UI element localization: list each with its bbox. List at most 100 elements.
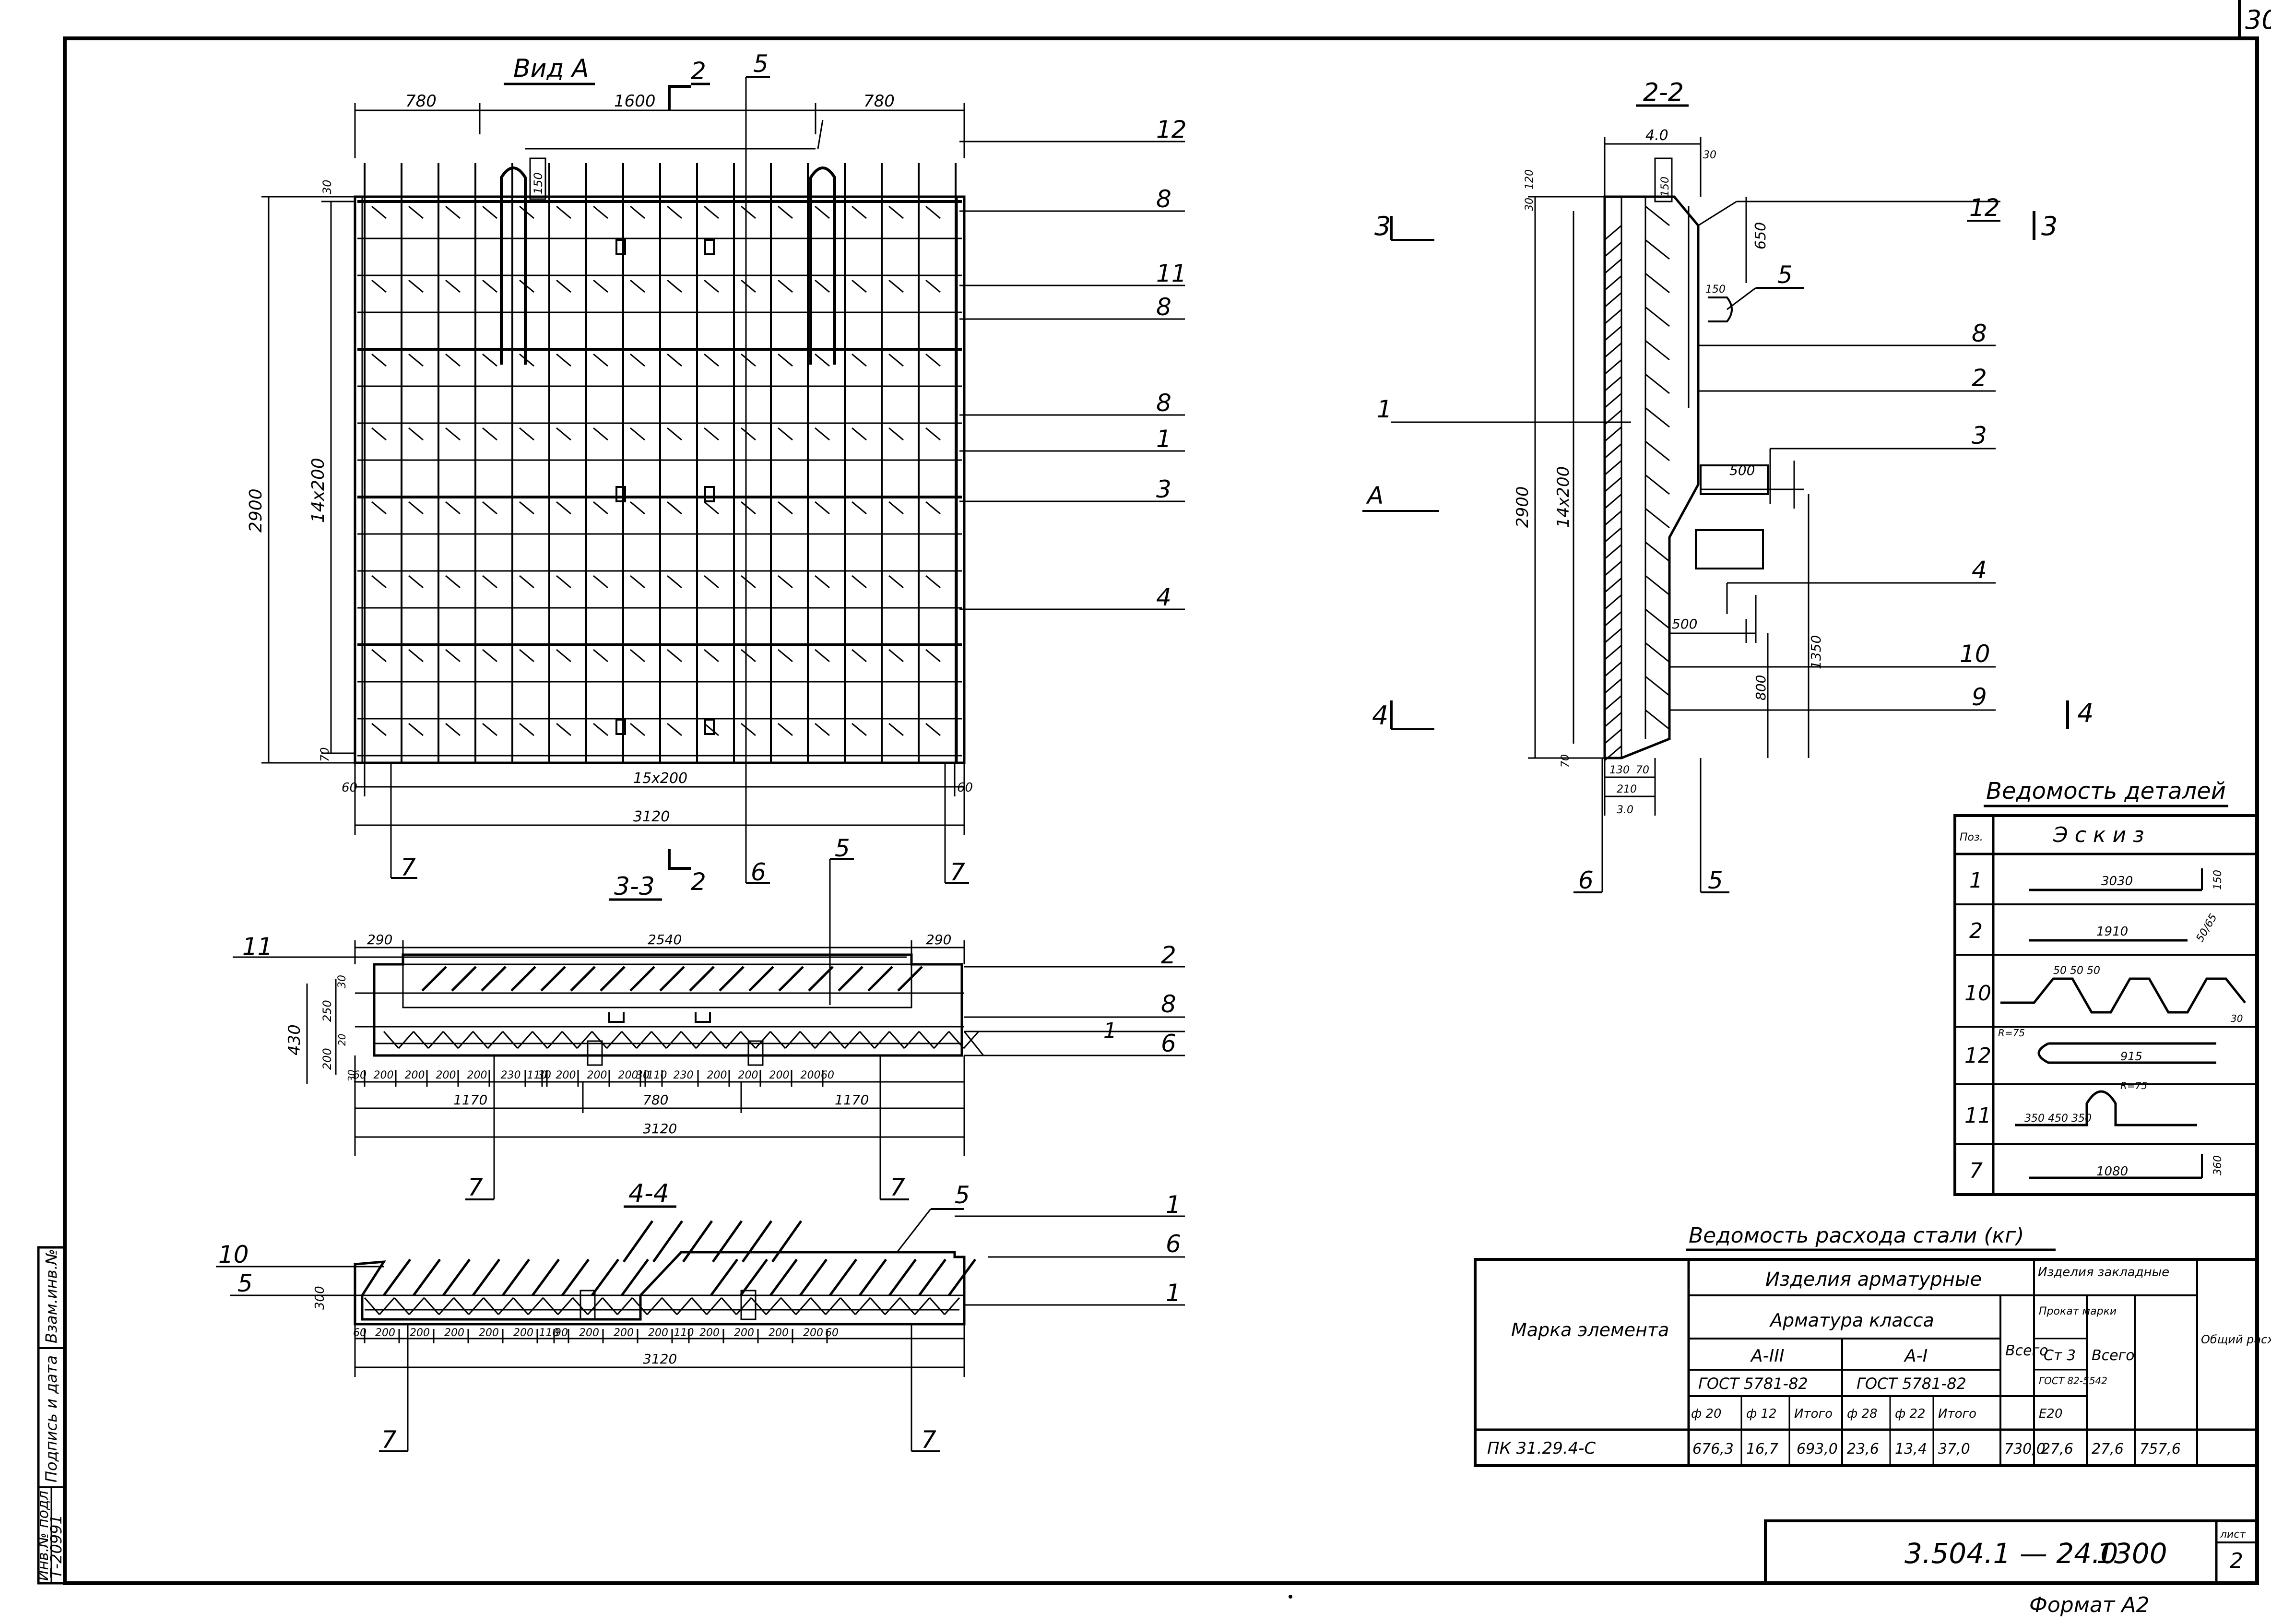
dim-value: 230: [674, 1069, 694, 1081]
details-header-pos: Поз.: [1960, 831, 1983, 843]
dim-value: 200: [479, 1327, 499, 1339]
s33-dim-290-left: 290: [367, 932, 392, 948]
truss-member: [468, 1297, 485, 1315]
hatch-stroke: [1604, 292, 1622, 308]
dim-value: 200: [556, 1069, 576, 1081]
tie-diagonal: [630, 649, 645, 663]
tie-diagonal: [408, 427, 424, 441]
tie-diagonal: [741, 205, 756, 219]
tie-diagonal: [445, 649, 461, 663]
steel-h-embedded: Изделия закладные: [2038, 1265, 2169, 1280]
truss-member: [527, 1297, 544, 1315]
tie-diagonal: [445, 353, 461, 367]
steel-value: 27,6: [2041, 1441, 2073, 1458]
format-label: Формат А2: [2029, 1593, 2150, 1617]
tie-diagonal: [482, 279, 497, 293]
dim-value: 200: [436, 1069, 456, 1081]
s33-dim-1170-right: 1170: [835, 1092, 869, 1108]
hatch-stroke: [1604, 577, 1622, 593]
hatch-stroke: [1604, 661, 1622, 677]
lifting-loop-right: [809, 166, 836, 365]
hatch-stroke: [778, 966, 804, 992]
hatch-stroke: [1604, 594, 1622, 610]
steel-h-reinf-class: Арматура класса: [1769, 1310, 1934, 1331]
s44-callout-7-left: 7: [381, 1426, 397, 1454]
tie-diagonal: [482, 649, 497, 663]
dim-value: 200: [707, 1069, 727, 1081]
hatch-stroke: [652, 1220, 684, 1263]
stamp-sign-date: Подпись и дата: [42, 1355, 60, 1482]
hatch-stroke: [1604, 678, 1622, 694]
hatch-stroke: [1604, 510, 1622, 526]
dim-value: 200: [513, 1327, 533, 1339]
dim-value: 200: [410, 1327, 430, 1339]
s33-dim-290-right: 290: [926, 932, 951, 948]
view-a-diagonal-ties: [371, 205, 941, 736]
hatch-stroke: [412, 1258, 441, 1296]
tie-diagonal: [778, 279, 793, 293]
truss-member: [393, 1297, 410, 1315]
truss-member: [438, 1297, 455, 1315]
detail-row-11-pos: 11: [1964, 1103, 1991, 1128]
s33-callout-7-right: 7: [890, 1174, 905, 1201]
s44-callout-5-top: 5: [955, 1181, 970, 1209]
s33-callout-1: 1: [1103, 1019, 1117, 1043]
truss-member: [676, 1297, 693, 1315]
callout-number: 8: [1156, 389, 1171, 417]
lifting-loop-left: [500, 166, 527, 365]
hatch-stroke: [1604, 527, 1622, 543]
tie-diagonal: [852, 427, 867, 441]
tie-diagonal: [852, 575, 867, 589]
steel-title: Ведомость расхода стали (кг): [1689, 1223, 2024, 1248]
tie-diagonal: [888, 427, 904, 441]
hatch-stroke: [771, 1220, 803, 1263]
tie-diagonal: [371, 427, 387, 441]
truss-member: [944, 1297, 960, 1315]
hatch-stroke: [828, 1258, 858, 1296]
truss-member: [825, 1297, 841, 1315]
hatch-stroke: [382, 1258, 412, 1296]
tie-diagonal: [852, 279, 867, 293]
hatch-stroke: [1604, 493, 1622, 510]
hatch-stroke: [1604, 695, 1622, 711]
s22-dim-3: 3.0: [1617, 804, 1633, 816]
hatch-stroke: [711, 1220, 743, 1263]
hatch-stroke: [451, 966, 477, 992]
truss-member: [769, 1031, 786, 1049]
section-4-4-title: 4-4: [628, 1179, 669, 1208]
truss-member: [442, 1031, 459, 1049]
callout-7-left: 7: [401, 853, 416, 881]
dim-left-14x200: 14х200: [308, 458, 328, 523]
hatch-stroke: [748, 966, 774, 992]
truss-member: [661, 1297, 678, 1315]
truss-member: [621, 1031, 638, 1049]
tie-diagonal: [925, 501, 941, 515]
truss-member: [576, 1031, 593, 1049]
callout-number: 3: [1156, 475, 1171, 503]
print-dot: [1289, 1595, 1292, 1599]
callout-number: 8: [1156, 293, 1171, 321]
steel-value: 16,7: [1746, 1441, 1778, 1458]
truss-member: [903, 1031, 920, 1049]
hatch-stroke: [947, 1258, 977, 1296]
truss-member: [680, 1031, 697, 1049]
truss-member: [765, 1297, 782, 1315]
s22-callout-8: 8: [1972, 320, 1987, 347]
s22-dim-130: 130: [1609, 764, 1630, 776]
hatch-stroke: [1604, 359, 1622, 375]
dim-bottom-60-right: 60: [957, 781, 973, 795]
truss-member: [502, 1031, 519, 1049]
hatch-stroke: [1604, 476, 1622, 493]
tie-diagonal: [741, 427, 756, 441]
tie-diagonal: [741, 501, 756, 515]
tie-diagonal: [704, 501, 719, 515]
s22-dim-120: 120: [1524, 169, 1536, 190]
s33-dim-2540: 2540: [648, 932, 682, 948]
hatch-stroke: [501, 1258, 531, 1296]
steel-value: 13,4: [1895, 1441, 1927, 1458]
dim-bottom-3120: 3120: [633, 808, 670, 825]
detail-row-12-pos: 12: [1964, 1043, 1991, 1068]
tie-diagonal: [1645, 440, 1670, 462]
